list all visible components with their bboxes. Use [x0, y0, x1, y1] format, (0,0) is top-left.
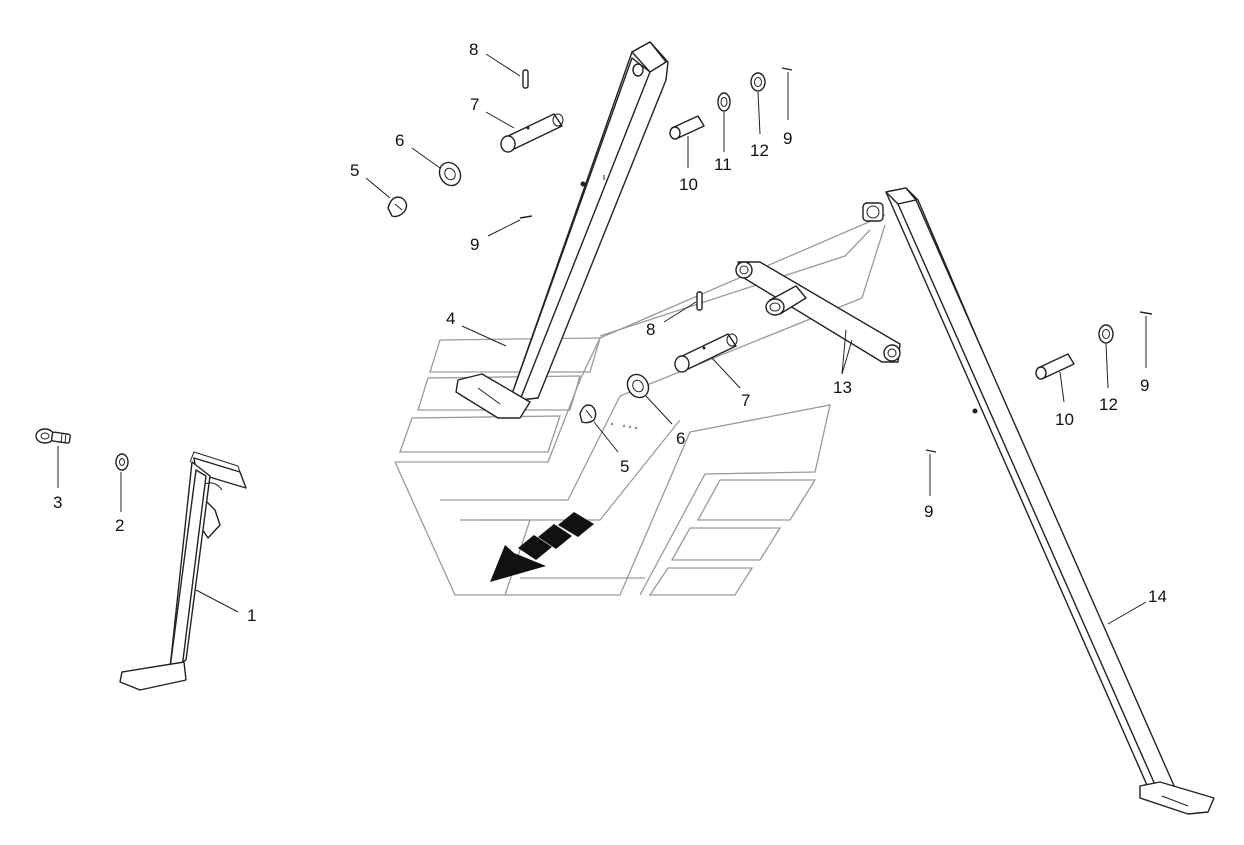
- stand-short-part-1: [119, 451, 247, 691]
- label-part-4: 4: [446, 309, 455, 328]
- label-part-1: 1: [247, 606, 256, 625]
- clip-part-5-lower: [579, 404, 638, 430]
- washer-part-6-upper: [438, 161, 462, 187]
- label-part-12-upper: 12: [750, 141, 769, 160]
- label-part-9-right: 9: [1140, 376, 1149, 395]
- label-part-10-right: 10: [1055, 410, 1074, 429]
- label-part-8-upper: 8: [469, 40, 478, 59]
- label-part-6-lower: 6: [676, 429, 685, 448]
- label-part-12-right: 12: [1099, 395, 1118, 414]
- label-part-9-mid: 9: [924, 502, 933, 521]
- pivot-sleeve: [862, 202, 884, 222]
- label-part-9-top: 9: [783, 129, 792, 148]
- label-part-9-upper: 9: [470, 235, 479, 254]
- split-pin-part-8-upper: [522, 69, 529, 89]
- label-part-5-upper: 5: [350, 161, 359, 180]
- pin-part-10-upper: [669, 115, 705, 140]
- cotter-pin-part-9-mid: [925, 449, 937, 453]
- label-part-8-lower: 8: [646, 320, 655, 339]
- label-part-6-upper: 6: [395, 131, 404, 150]
- washer-part-12-upper: [750, 72, 766, 92]
- label-part-2: 2: [115, 516, 124, 535]
- label-part-14: 14: [1148, 587, 1167, 606]
- part-number-labels: 1 2 3 4 5 5 6 6 7 7 8 8 9 9 9 9 10 10 11…: [53, 40, 1167, 625]
- eye-bolt-part-3: [35, 428, 71, 444]
- label-part-7-upper: 7: [470, 95, 479, 114]
- label-part-11: 11: [714, 155, 732, 174]
- pin-part-7-upper: [500, 113, 564, 153]
- leader-lines: [57, 53, 1147, 625]
- tractor-silhouette: [394, 214, 886, 596]
- label-part-5-lower: 5: [620, 457, 629, 476]
- cotter-pin-part-9-top: [781, 67, 793, 71]
- label-part-7-lower: 7: [741, 391, 750, 410]
- stand-long-part-4: [455, 41, 669, 419]
- label-part-13: 13: [833, 378, 852, 397]
- pin-part-7-lower: [674, 333, 738, 373]
- washer-part-12-right: [1098, 324, 1114, 344]
- split-pin-part-8-lower: [696, 291, 703, 311]
- cotter-pin-part-9-upper: [519, 215, 533, 219]
- washer-part-11: [717, 92, 731, 112]
- washer-part-6-lower: [626, 373, 650, 399]
- pin-part-10-right: [1035, 353, 1075, 380]
- label-part-3: 3: [53, 493, 62, 512]
- direction-arrow: [490, 512, 594, 582]
- link-bar-part-13: [735, 261, 901, 363]
- label-part-10-upper: 10: [679, 175, 698, 194]
- stand-long-part-14: [885, 187, 1215, 815]
- clip-part-5-upper: [387, 196, 408, 218]
- washer-part-2: [115, 453, 129, 471]
- cotter-pin-part-9-right: [1139, 311, 1153, 315]
